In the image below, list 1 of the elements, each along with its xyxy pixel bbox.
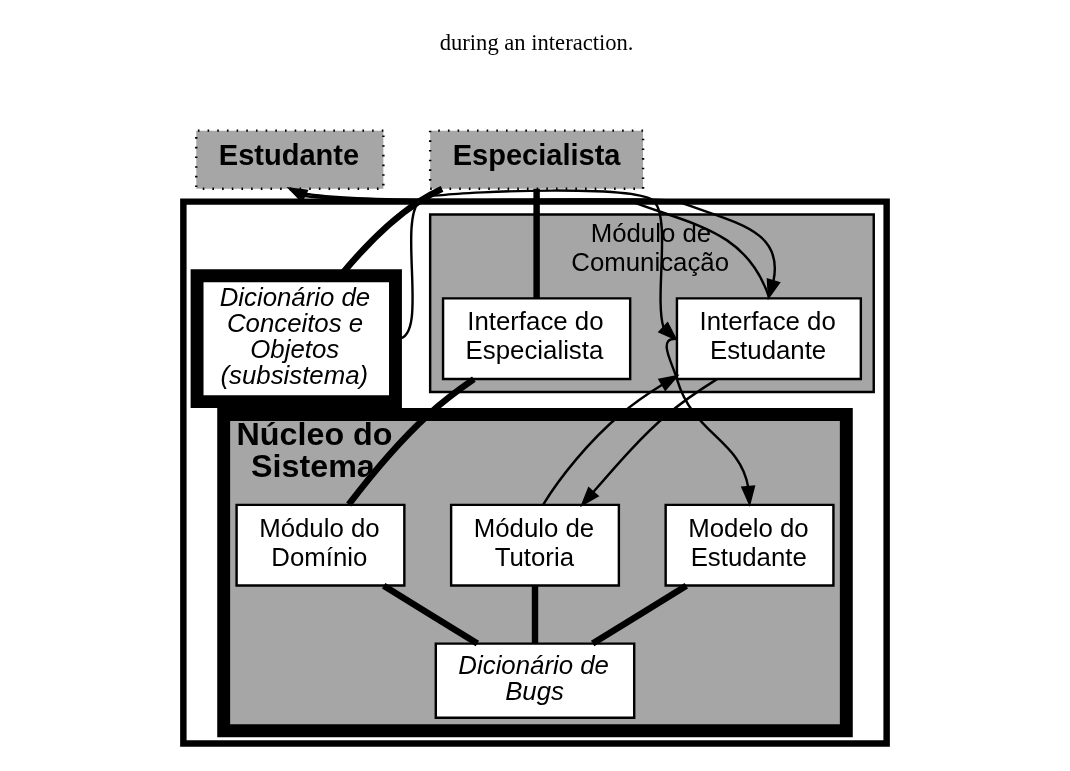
label: during an interaction. [439,29,634,55]
